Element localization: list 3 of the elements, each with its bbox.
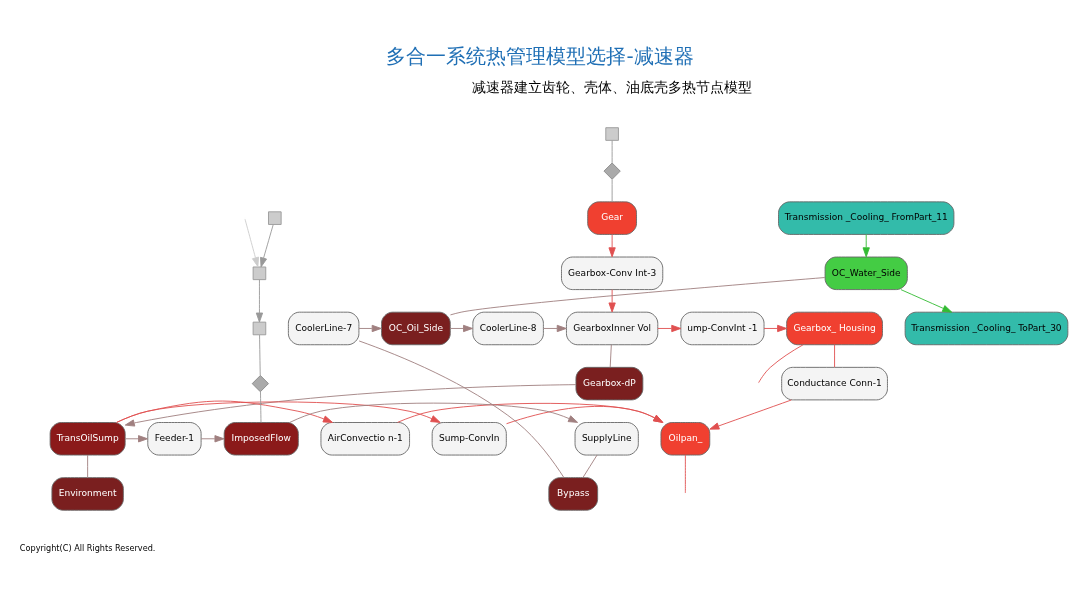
label: 减速器建立齿轮、壳体、油底壳多热节点模型 [472,79,753,96]
label: Copyright(C) All Rights Reserved. [19,543,156,554]
diagram-title: 多合一系统热管理模型选择-减速器 [386,45,694,69]
